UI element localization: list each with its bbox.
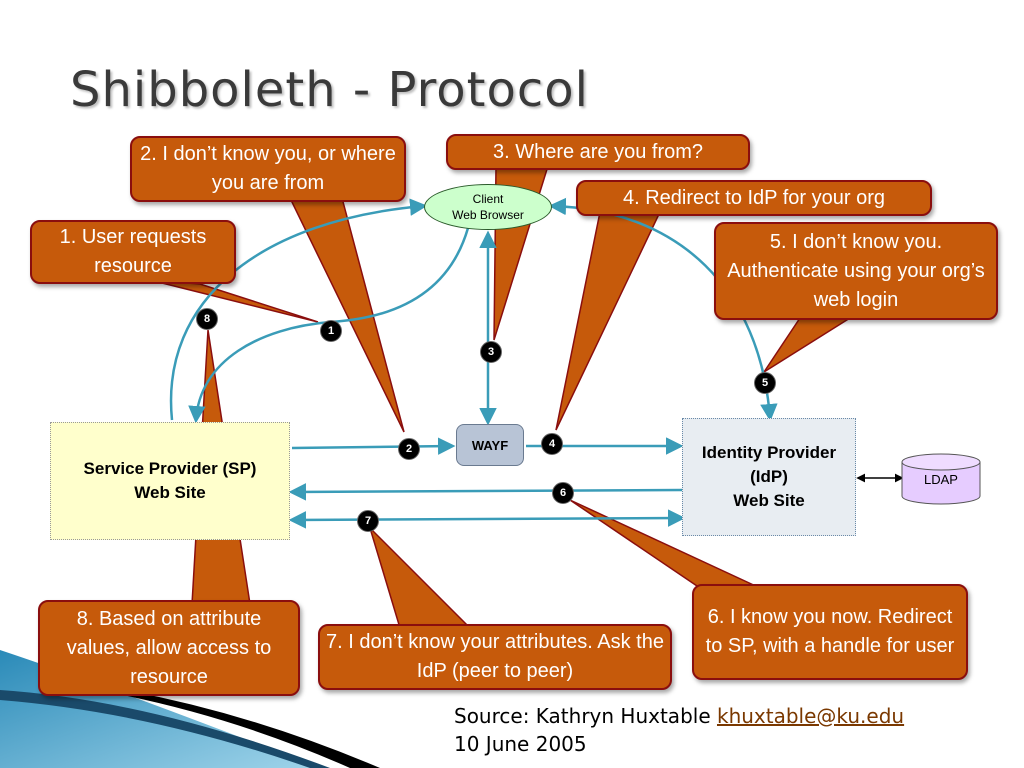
identity-provider-node: Identity Provider (IdP) Web Site: [682, 418, 856, 536]
client-label-line1: Client: [472, 192, 504, 206]
sp-label-line2: Web Site: [134, 483, 206, 502]
arrow-sp-idp-peer: [288, 509, 686, 529]
arrow-sp-to-wayf: [291, 437, 456, 455]
pointer-7: [369, 527, 472, 629]
arrow-idp-to-sp: [288, 483, 683, 501]
source-prefix: Source: Kathryn Huxtable: [454, 704, 717, 728]
callout-2-text: 2. I don’t know you, or where you are fr…: [140, 143, 396, 194]
pointer-5: [763, 317, 853, 373]
wayf-label: WAYF: [471, 437, 509, 453]
callout-8-text: 8. Based on attribute values, allow acce…: [66, 607, 272, 688]
callout-5: 5. I don’t know you. Authenticate using …: [714, 222, 998, 320]
callout-1-text: 1. User requests resource: [59, 226, 207, 277]
step-badge-3: 3: [480, 341, 502, 363]
wayf-node: WAYF: [456, 424, 524, 466]
ldap-label: LDAP: [924, 472, 958, 487]
page-title: Shibboleth - Protocol: [70, 62, 589, 118]
step-badge-4: 4: [541, 433, 563, 455]
step-badge-6: 6: [552, 482, 574, 504]
source-date: 10 June 2005: [454, 732, 587, 756]
step-badge-8: 8: [196, 308, 218, 330]
source-email-link[interactable]: khuxtable@ku.edu: [716, 704, 905, 728]
client-web-browser-node: Client Web Browser: [424, 184, 552, 230]
service-provider-node: Service Provider (SP) Web Site: [50, 422, 290, 540]
callout-3-text: 3. Where are you from?: [492, 140, 704, 163]
pointer-4: [555, 211, 662, 431]
callout-5-text: 5. I don’t know you. Authenticate using …: [727, 230, 985, 311]
step-badge-1: 1: [320, 320, 342, 342]
callout-7: 7. I don’t know your attributes. Ask the…: [318, 624, 672, 690]
callout-6: 6. I know you now. Redirect to SP, with …: [692, 584, 968, 680]
pointer-1: [149, 279, 319, 323]
callout-4-text: 4. Redirect to IdP for your org: [623, 186, 885, 209]
step-badge-2: 2: [398, 438, 420, 460]
idp-label-line2: (IdP): [750, 467, 788, 486]
callout-7-text: 7. I don’t know your attributes. Ask the…: [326, 631, 664, 682]
client-label-line2: Web Browser: [452, 208, 524, 222]
callout-6-text: 6. I know you now. Redirect to SP, with …: [705, 606, 955, 657]
idp-label-line1: Identity Provider: [701, 443, 837, 462]
callout-8: 8. Based on attribute values, allow acce…: [38, 600, 300, 696]
idp-label-line3: Web Site: [733, 491, 805, 510]
callout-2: 2. I don’t know you, or where you are fr…: [130, 136, 406, 202]
callout-1: 1. User requests resource: [30, 220, 236, 284]
ldap-database-icon: [901, 453, 981, 505]
source-credit: Source: Kathryn Huxtable khuxtable@ku.ed…: [454, 702, 904, 758]
callout-3: 3. Where are you from?: [446, 134, 750, 170]
step-badge-7: 7: [357, 510, 379, 532]
pointer-2: [288, 197, 405, 433]
sp-label-line1: Service Provider (SP): [83, 459, 257, 478]
callout-4: 4. Redirect to IdP for your org: [576, 180, 932, 216]
step-badge-5: 5: [754, 372, 776, 394]
